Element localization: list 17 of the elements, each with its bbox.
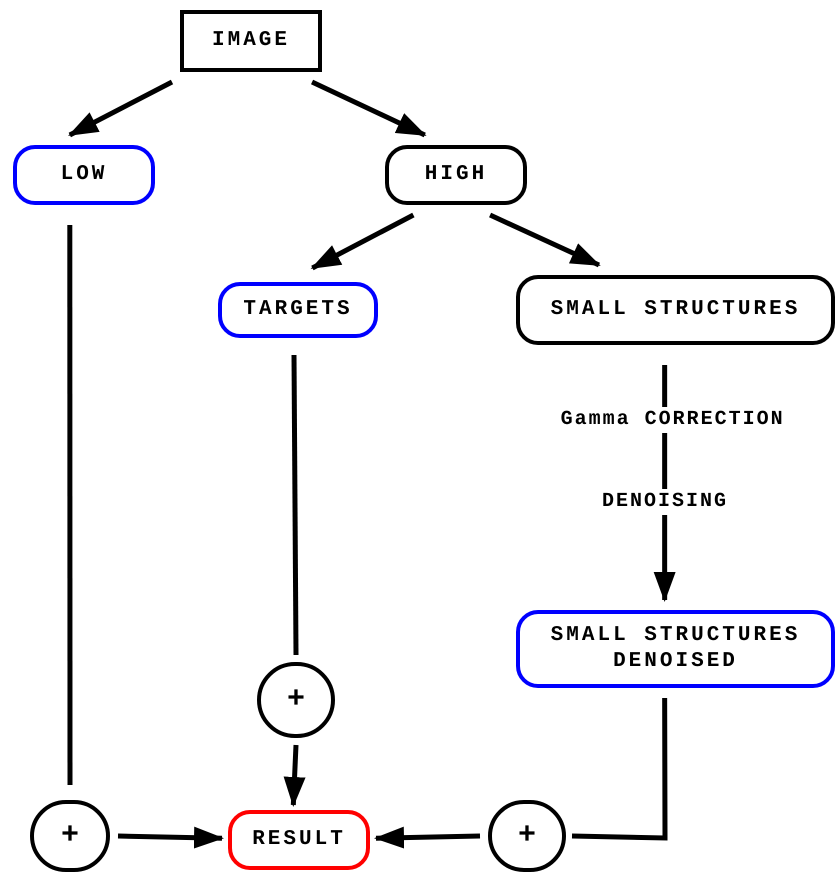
arrow [284, 744, 306, 807]
process-box: LOW [13, 145, 155, 205]
arrow [489, 212, 601, 268]
arrow [374, 826, 480, 849]
process-box: IMAGE [180, 10, 322, 72]
connector-line [572, 698, 668, 841]
process-box: HIGH [385, 145, 527, 205]
arrow [68, 80, 174, 138]
arrow [118, 826, 224, 849]
arrow [310, 212, 415, 270]
process-box: TARGETS [218, 282, 378, 338]
process-box: RESULT [228, 810, 370, 870]
connector-line [67, 225, 72, 785]
connector-line [292, 354, 298, 656]
arrow [311, 80, 427, 138]
process-box: SMALL STRUCTURES DENOISED [516, 610, 835, 688]
process-box: SMALL STRUCTURES [516, 275, 835, 345]
